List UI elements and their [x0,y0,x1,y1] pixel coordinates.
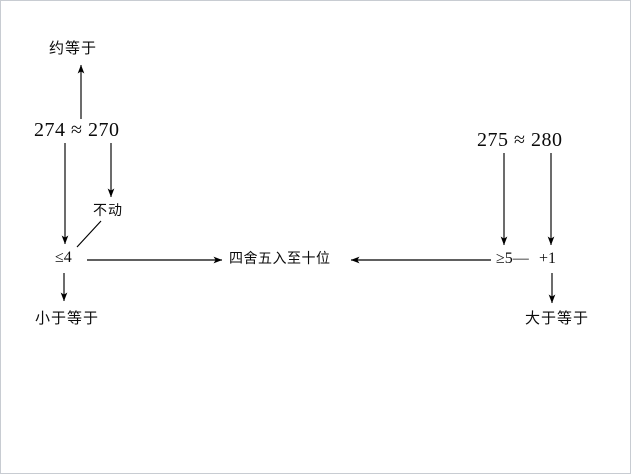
edge-no-change-leader [76,220,102,248]
label-greater-than-or-equal: 大于等于 [525,309,590,327]
label-less-than-or-equal: 小于等于 [35,309,100,327]
node-condition-ge5: ≥5— [496,251,529,267]
node-plus-one: +1 [539,250,557,267]
label-approx-equal: 约等于 [49,39,98,57]
node-example-round-down: 274 ≈ 270 [34,119,120,141]
node-condition-le4: ≤4 [55,249,72,266]
dash-connector: — [512,250,529,267]
condition-ge5-text: ≥5 [496,250,513,267]
label-no-change: 不动 [93,203,123,219]
node-example-round-up: 275 ≈ 280 [477,129,563,151]
node-center-rule: 四舍五入至十位 [229,251,331,267]
